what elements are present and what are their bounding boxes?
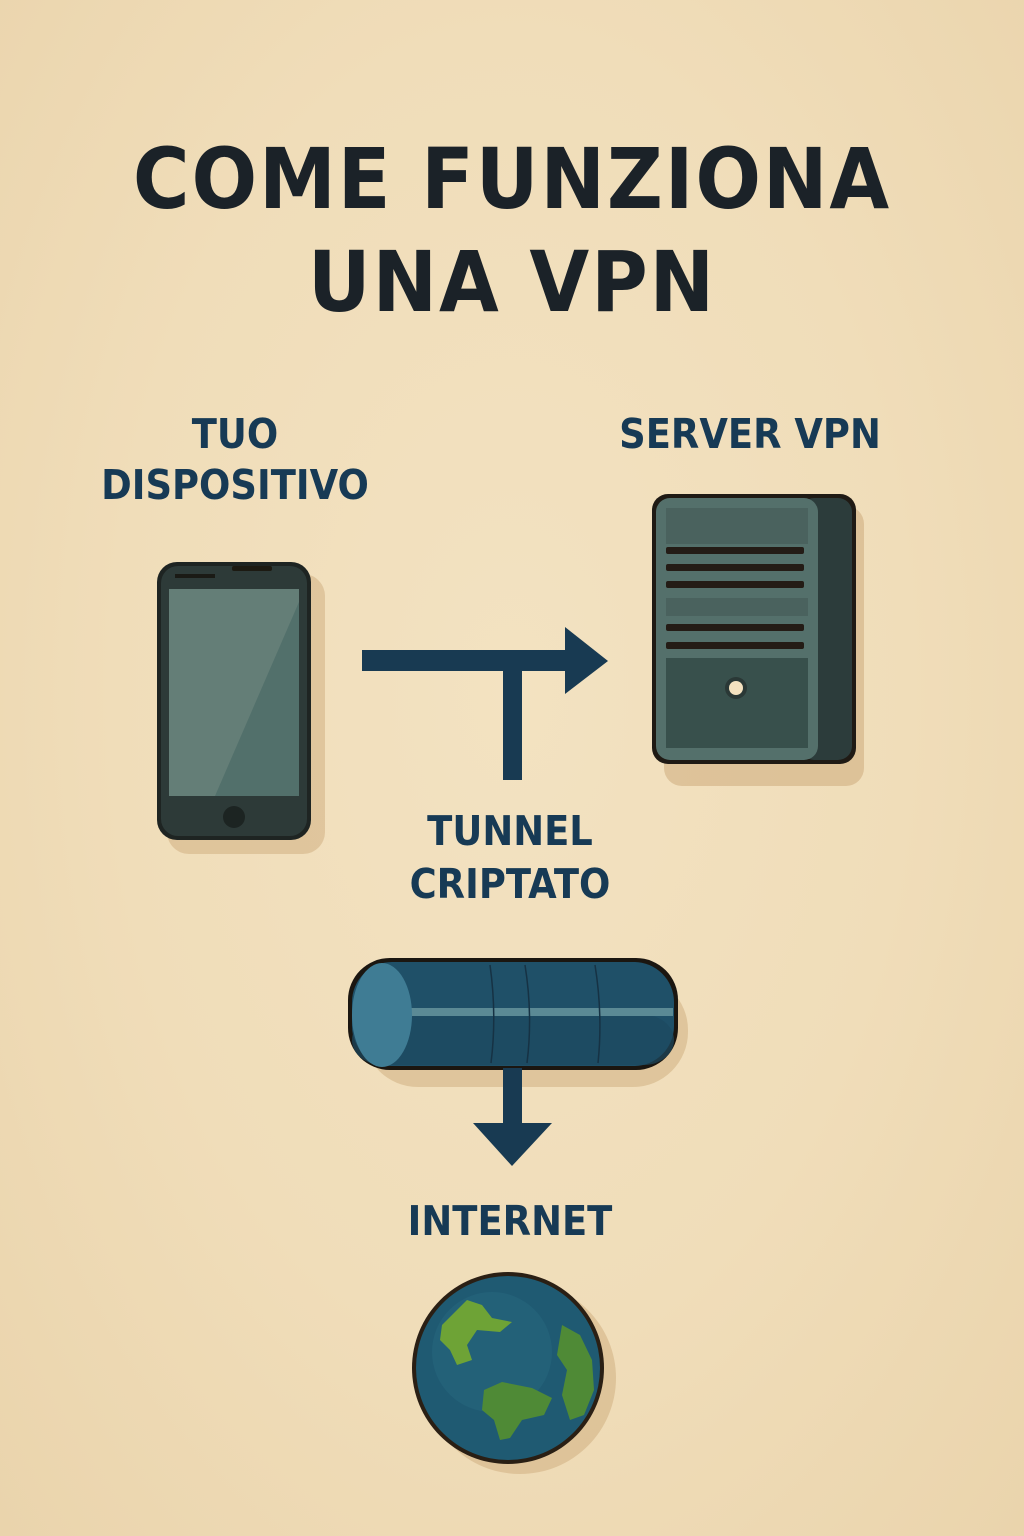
server-tower-icon xyxy=(652,494,864,786)
device-label-line-1: TUO xyxy=(191,410,279,458)
tunnel-pipe-icon xyxy=(348,958,688,1087)
device-label: TUO DISPOSITIVO xyxy=(60,410,411,510)
tunnel-label-line-1: TUNNEL xyxy=(427,807,593,855)
device-label-line-2: DISPOSITIVO xyxy=(101,461,369,510)
server-label: SERVER VPN xyxy=(619,410,881,458)
globe-icon xyxy=(412,1272,616,1474)
internet-label: INTERNET xyxy=(407,1197,613,1245)
title-line-1: COME FUNZIONA xyxy=(132,130,892,228)
arrow-right-icon xyxy=(362,627,608,780)
tunnel-label: TUNNEL CRIPTATO xyxy=(348,807,672,909)
arrow-down-icon xyxy=(473,1068,552,1166)
title-line-2: UNA VPN xyxy=(307,233,717,331)
tunnel-label-line-2: CRIPTATO xyxy=(409,860,611,909)
smartphone-icon xyxy=(157,562,325,854)
